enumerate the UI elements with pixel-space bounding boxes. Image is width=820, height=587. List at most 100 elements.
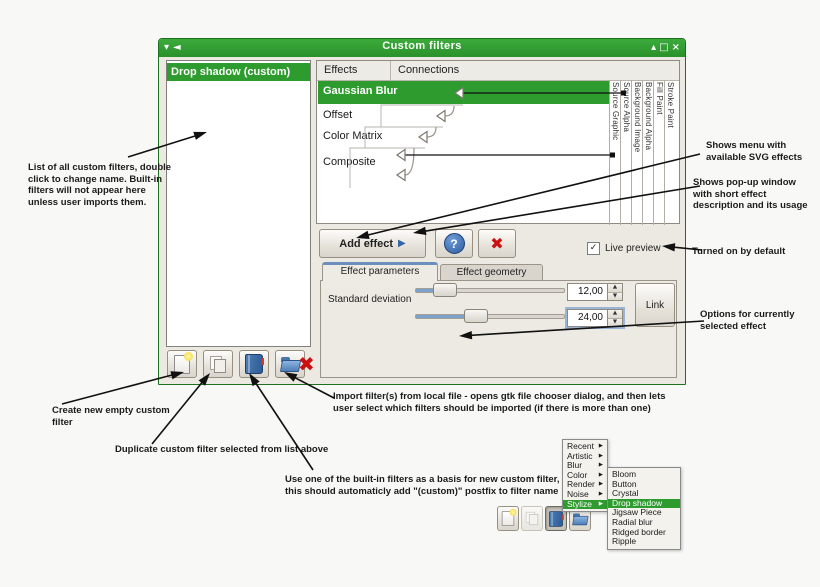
- column-header-connections[interactable]: Connections: [398, 64, 460, 76]
- effect-row-gaussian-blur[interactable]: Gaussian Blur: [323, 85, 398, 97]
- input-column-background-image[interactable]: Background Image: [631, 80, 642, 225]
- mini-new-filter-button[interactable]: [497, 506, 519, 531]
- submenu-arrow-icon: ▶: [598, 481, 604, 488]
- live-preview-checkbox[interactable]: ✓: [587, 242, 600, 255]
- annotation-filter-list: List of all custom filters, double click…: [28, 162, 172, 208]
- spin-up-icon[interactable]: ▲: [608, 310, 622, 319]
- slider-handle-x[interactable]: [433, 283, 457, 297]
- source-alpha-dot: [621, 90, 626, 96]
- duplicate-filter-button[interactable]: [203, 350, 233, 378]
- list-item-drop-shadow[interactable]: Drop shadow (custom): [167, 63, 310, 81]
- tab-effect-parameters[interactable]: Effect parameters: [322, 262, 438, 281]
- help-icon: ?: [443, 233, 465, 254]
- titlebar[interactable]: ▾ ◄ Custom filters ▴ □ ×: [159, 39, 685, 57]
- new-document-icon: [174, 351, 193, 374]
- input-column-source-alpha[interactable]: Source Alpha: [620, 80, 631, 225]
- effects-panel-header: Effects Connections: [317, 61, 679, 81]
- submenu-item-bloom[interactable]: Bloom: [612, 469, 637, 479]
- mini-duplicate-filter-button[interactable]: [521, 506, 543, 531]
- output-staircase: [349, 104, 463, 188]
- menu-item-blur[interactable]: Blur▶: [567, 460, 603, 471]
- deviation-value-x[interactable]: 12,00: [577, 286, 603, 297]
- window-title: Custom filters: [382, 40, 462, 52]
- deviation-value-y[interactable]: 24,00: [577, 312, 603, 323]
- effect-row-offset[interactable]: Offset: [323, 109, 353, 121]
- live-preview-control[interactable]: ✓ Live preview: [587, 242, 661, 255]
- submenu-item-radial-blur[interactable]: Radial blur: [612, 516, 653, 527]
- annotation-live-preview: Turned on by default: [692, 246, 786, 257]
- spinner-buttons-x[interactable]: ▲ ▼: [607, 284, 622, 300]
- annotation-help: Shows pop-up window with short effect de…: [693, 177, 808, 211]
- remove-effect-icon: ✖: [490, 234, 504, 253]
- menu-item-noise[interactable]: Noise▶: [567, 488, 603, 499]
- open-folder-icon: [279, 357, 302, 372]
- builtin-filter-button[interactable]: [239, 350, 269, 378]
- slider-handle-y[interactable]: [464, 309, 488, 323]
- input-column-fill-paint[interactable]: Fill Paint: [653, 80, 664, 225]
- submenu-arrow-icon: ▶: [598, 500, 603, 507]
- new-document-icon: [501, 508, 517, 526]
- builtin-filters-menu: Recent▶ Artistic▶ Blur▶ Color▶ Render▶ N…: [562, 439, 608, 513]
- input-column-background-alpha[interactable]: Background Alpha: [642, 80, 653, 225]
- delete-filter-icon[interactable]: ✖: [298, 352, 315, 376]
- remove-effect-button[interactable]: ✖: [478, 229, 516, 258]
- submenu-arrow-icon: ▶: [598, 471, 603, 478]
- deviation-slider-y[interactable]: [415, 314, 565, 319]
- effect-parameters-panel: Standard deviation 12,00 ▲ ▼ 24,00 ▲ ▼ L…: [320, 280, 677, 378]
- mini-builtin-filter-button-pressed[interactable]: [545, 506, 567, 531]
- annotation-duplicate-filter: Duplicate custom filter selected from li…: [115, 444, 329, 455]
- connection-hooks: [404, 105, 455, 176]
- submenu-arrow-icon: ▶: [598, 452, 603, 459]
- annotation-import-filter: Import filter(s) from local file - opens…: [333, 391, 666, 414]
- standard-deviation-label: Standard deviation: [328, 294, 412, 305]
- input-triangles: [395, 86, 464, 182]
- new-filter-button[interactable]: [167, 350, 197, 378]
- submenu-item-ripple[interactable]: Ripple: [612, 536, 637, 547]
- help-button[interactable]: ?: [435, 229, 473, 258]
- deviation-spinbox-x[interactable]: 12,00 ▲ ▼: [567, 283, 623, 301]
- spin-down-icon[interactable]: ▼: [608, 292, 622, 300]
- close-icon[interactable]: ×: [671, 42, 680, 53]
- link-button[interactable]: Link: [635, 283, 675, 327]
- submenu-item-ridged-border[interactable]: Ridged border: [612, 526, 666, 537]
- deviation-spinbox-y[interactable]: 24,00 ▲ ▼: [567, 309, 623, 327]
- connections-diagram: [349, 86, 626, 188]
- submenu-item-drop-shadow[interactable]: Drop shadow: [608, 498, 680, 509]
- shade-icon[interactable]: ▴: [651, 42, 657, 53]
- menu-item-recent[interactable]: Recent▶: [567, 441, 603, 451]
- effects-panel: Effects Connections Gaussian Blur Offset…: [316, 60, 680, 225]
- column-header-effects[interactable]: Effects: [317, 61, 391, 80]
- submenu-item-button[interactable]: Button: [612, 478, 637, 489]
- tab-effect-geometry[interactable]: Effect geometry: [440, 264, 543, 281]
- submenu-item-jigsaw-piece[interactable]: Jigsaw Piece: [612, 507, 662, 518]
- spinner-buttons-y[interactable]: ▲ ▼: [607, 310, 622, 326]
- undock-icon[interactable]: ◄: [173, 42, 181, 53]
- custom-filter-list[interactable]: Drop shadow (custom): [166, 60, 311, 347]
- submenu-arrow-icon: ▶: [598, 490, 603, 497]
- annotation-builtin-filter: Use one of the built-in filters as a bas…: [285, 474, 560, 497]
- spin-down-icon[interactable]: ▼: [608, 318, 622, 326]
- add-effect-button[interactable]: Add effect ▶: [319, 229, 426, 258]
- input-column-source-graphic[interactable]: Source Graphic: [609, 80, 620, 225]
- live-preview-label: Live preview: [605, 243, 661, 254]
- effect-row-composite[interactable]: Composite: [323, 156, 376, 168]
- menu-item-stylize[interactable]: Stylize▶: [563, 499, 607, 510]
- annotation-add-effect: Shows menu with available SVG effects: [706, 140, 803, 163]
- submenu-item-crystal[interactable]: Crystal: [612, 488, 639, 499]
- source-graphic-dot: [610, 152, 615, 158]
- menu-item-color[interactable]: Color▶: [567, 469, 603, 480]
- annotation-new-filter: Create new empty custom filter: [52, 405, 170, 428]
- effect-row-color-matrix[interactable]: Color Matrix: [323, 130, 383, 142]
- input-column-stroke-paint[interactable]: Stroke Paint: [664, 80, 675, 225]
- custom-filters-dialog: ▾ ◄ Custom filters ▴ □ × Drop shadow (cu…: [158, 38, 686, 385]
- menu-item-render[interactable]: Render▶: [567, 479, 604, 490]
- menu-item-artistic[interactable]: Artistic▶: [567, 450, 603, 461]
- stylize-submenu: Bloom Button Crystal Drop shadow Jigsaw …: [607, 467, 681, 550]
- collapse-icon[interactable]: ▾: [164, 42, 170, 53]
- duplicate-icon: [210, 355, 226, 373]
- spin-up-icon[interactable]: ▲: [608, 284, 622, 293]
- connection-lines: [405, 92, 623, 156]
- link-label: Link: [645, 299, 665, 311]
- add-effect-label: Add effect: [339, 237, 394, 250]
- maximize-icon[interactable]: □: [659, 42, 669, 53]
